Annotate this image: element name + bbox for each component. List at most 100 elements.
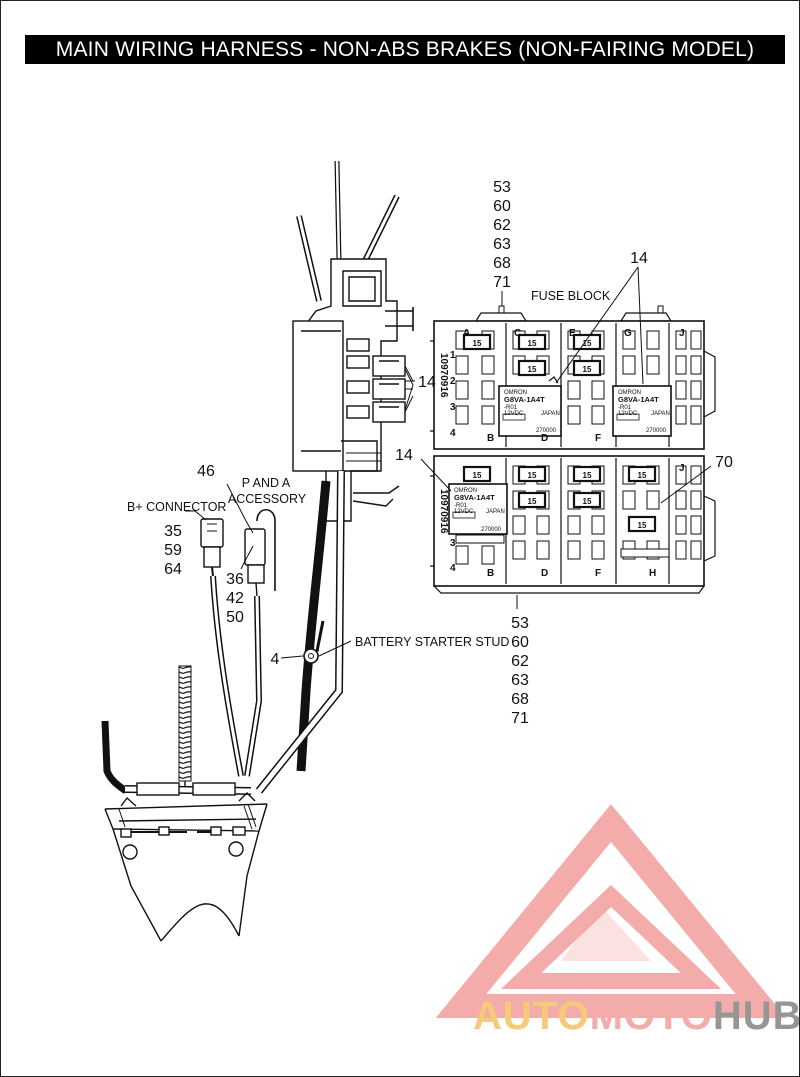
relay-labels-upper-right: OMRON G8VA-1A4T -R01 12VDC JAPAN 270000 bbox=[618, 390, 670, 434]
lower-frame-bracket bbox=[101, 665, 268, 942]
fuse-lower-e1 bbox=[572, 465, 602, 483]
callout-14-left-mount: 14 bbox=[418, 374, 436, 391]
side-number-lower-4: 4 bbox=[450, 563, 456, 574]
bottom-letter-upper-2: F bbox=[595, 433, 601, 444]
fuse-rating-upper-e2: 15 bbox=[583, 365, 592, 374]
fuse-rating-lower-a: 15 bbox=[473, 471, 482, 480]
fuse-lower-c2 bbox=[517, 491, 547, 509]
top-callout-2: 62 bbox=[493, 217, 511, 234]
fuse-block bbox=[430, 305, 716, 594]
leader-lines bbox=[185, 266, 712, 659]
fuse-rating-lower-c1: 15 bbox=[528, 471, 537, 480]
harness-assembly bbox=[292, 160, 414, 522]
svg-text:270000: 270000 bbox=[646, 428, 667, 434]
svg-text:JAPAN: JAPAN bbox=[541, 411, 560, 417]
side-number-upper-2: 2 bbox=[450, 376, 456, 387]
top-callout-4: 68 bbox=[493, 255, 511, 272]
b-plus-part-0: 35 bbox=[164, 523, 182, 540]
bottom-callout-3: 63 bbox=[511, 672, 529, 689]
bottom-letter-upper-1: D bbox=[541, 433, 548, 444]
bottom-callout-5: 71 bbox=[511, 710, 529, 727]
callout-4: 4 bbox=[271, 651, 280, 668]
fuse-upper-e1 bbox=[572, 333, 602, 351]
svg-text:OMRON: OMRON bbox=[618, 390, 641, 396]
fuse-rating-lower-c2: 15 bbox=[528, 497, 537, 506]
p-and-a-part-0: 36 bbox=[226, 571, 244, 588]
side-number-upper-4: 4 bbox=[450, 428, 456, 439]
svg-text:G8VA-1A4T: G8VA-1A4T bbox=[618, 395, 659, 404]
fuse-block-letters: A C E G J B D F B D F H J 1 2 3 4 3 4 bbox=[450, 328, 685, 579]
fuse-rating-upper-c2: 15 bbox=[528, 365, 537, 374]
page-title: MAIN WIRING HARNESS - NON-ABS BRAKES (NO… bbox=[25, 35, 785, 64]
top-callout-0: 53 bbox=[493, 179, 511, 196]
side-number-upper-3: 3 bbox=[450, 402, 456, 413]
fuse-lower-e2 bbox=[572, 491, 602, 509]
fuse-lower-a bbox=[462, 465, 492, 483]
battery-starter-stud-lead bbox=[303, 620, 325, 664]
relay-lower-left bbox=[448, 483, 508, 535]
fuse-rating-upper-e1: 15 bbox=[583, 339, 592, 348]
watermark-auto: AUTO bbox=[473, 994, 590, 1038]
fuse-upper-c2 bbox=[517, 359, 547, 377]
harness-main-cable bbox=[255, 470, 345, 794]
svg-text:OMRON: OMRON bbox=[504, 390, 527, 396]
top-callout-3: 63 bbox=[493, 236, 511, 253]
svg-text:OMRON: OMRON bbox=[454, 488, 477, 494]
fuse-block-label: FUSE BLOCK bbox=[531, 289, 611, 303]
callout-14-lower-left: 14 bbox=[395, 447, 413, 464]
relay-labels-upper-middle: OMRON G8VA-1A4T -R01 12VDC JAPAN 270000 bbox=[504, 390, 560, 434]
bottom-callout-2: 62 bbox=[511, 653, 529, 670]
top-letter-lower-j: J bbox=[679, 463, 685, 474]
col-letter-upper-0: A bbox=[463, 328, 470, 339]
fuse-rating-lower-g1: 15 bbox=[638, 471, 647, 480]
side-number-lower-3: 3 bbox=[450, 538, 456, 549]
bottom-letter-lower-1: D bbox=[541, 568, 548, 579]
p-and-a-accessory-connector bbox=[244, 508, 276, 777]
svg-text:270000: 270000 bbox=[481, 527, 502, 533]
p-and-a-part-1: 42 bbox=[226, 590, 244, 607]
col-letter-upper-4: J bbox=[679, 328, 685, 339]
battery-starter-stud-label: BATTERY STARTER STUD bbox=[355, 635, 509, 649]
col-letter-upper-2: E bbox=[569, 328, 576, 339]
fuse-lower-g1 bbox=[627, 465, 657, 483]
relay-labels-lower-left: OMRON G8VA-1A4T -R01 12VDC JAPAN 270000 bbox=[454, 488, 505, 533]
b-plus-part-1: 59 bbox=[164, 542, 182, 559]
p-and-a-label-line1: P AND A bbox=[242, 476, 291, 490]
bottom-callout-stack: 53 60 62 63 68 71 bbox=[511, 615, 529, 727]
svg-text:JAPAN: JAPAN bbox=[651, 411, 670, 417]
watermark-logo-triangle bbox=[435, 804, 787, 1018]
fuse-upper-c1 bbox=[517, 333, 547, 351]
watermark: AUTOMOTOHUB bbox=[435, 804, 800, 1038]
watermark-hub: HUB bbox=[713, 994, 800, 1038]
fuse-rating-upper-a: 15 bbox=[473, 339, 482, 348]
callout-46: 46 bbox=[197, 463, 215, 480]
fuse-block-part-number-upper: 10970916 bbox=[438, 353, 449, 398]
relay-upper-middle bbox=[498, 385, 562, 437]
side-number-upper-1: 1 bbox=[450, 350, 456, 361]
bottom-callout-1: 60 bbox=[511, 634, 529, 651]
fuse-upper-e2 bbox=[572, 359, 602, 377]
b-plus-connector-label: B+ CONNECTOR bbox=[127, 500, 226, 514]
bottom-letter-lower-0: B bbox=[487, 568, 494, 579]
bottom-letter-lower-3: H bbox=[649, 568, 656, 579]
fuse-lower-g2 bbox=[627, 515, 657, 533]
col-letter-upper-3: G bbox=[624, 328, 632, 339]
watermark-moto: MOTO bbox=[590, 994, 713, 1038]
fuse-block-part-number-lower: 10970916 bbox=[438, 489, 449, 534]
svg-text:-R01: -R01 bbox=[454, 503, 468, 509]
p-and-a-label-line2: ACCESSORY bbox=[228, 492, 307, 506]
svg-text:-R01: -R01 bbox=[618, 405, 632, 411]
callout-70: 70 bbox=[715, 454, 733, 471]
svg-text:-R01: -R01 bbox=[504, 405, 518, 411]
svg-text:270000: 270000 bbox=[536, 428, 557, 434]
fuse-rating-lower-e2: 15 bbox=[583, 497, 592, 506]
top-callout-stack: 53 60 62 63 68 71 bbox=[493, 179, 511, 291]
fuse-ratings: 15 15 15 15 15 15 15 15 15 15 15 15 bbox=[473, 339, 647, 530]
relay-upper-right bbox=[612, 385, 672, 437]
fuse-rating-lower-g2: 15 bbox=[638, 521, 647, 530]
top-callout-5: 71 bbox=[493, 274, 511, 291]
svg-text:AUTOMOTOHUB: AUTOMOTOHUB bbox=[473, 994, 800, 1038]
bottom-letter-lower-2: F bbox=[595, 568, 601, 579]
b-plus-connector bbox=[200, 518, 244, 777]
